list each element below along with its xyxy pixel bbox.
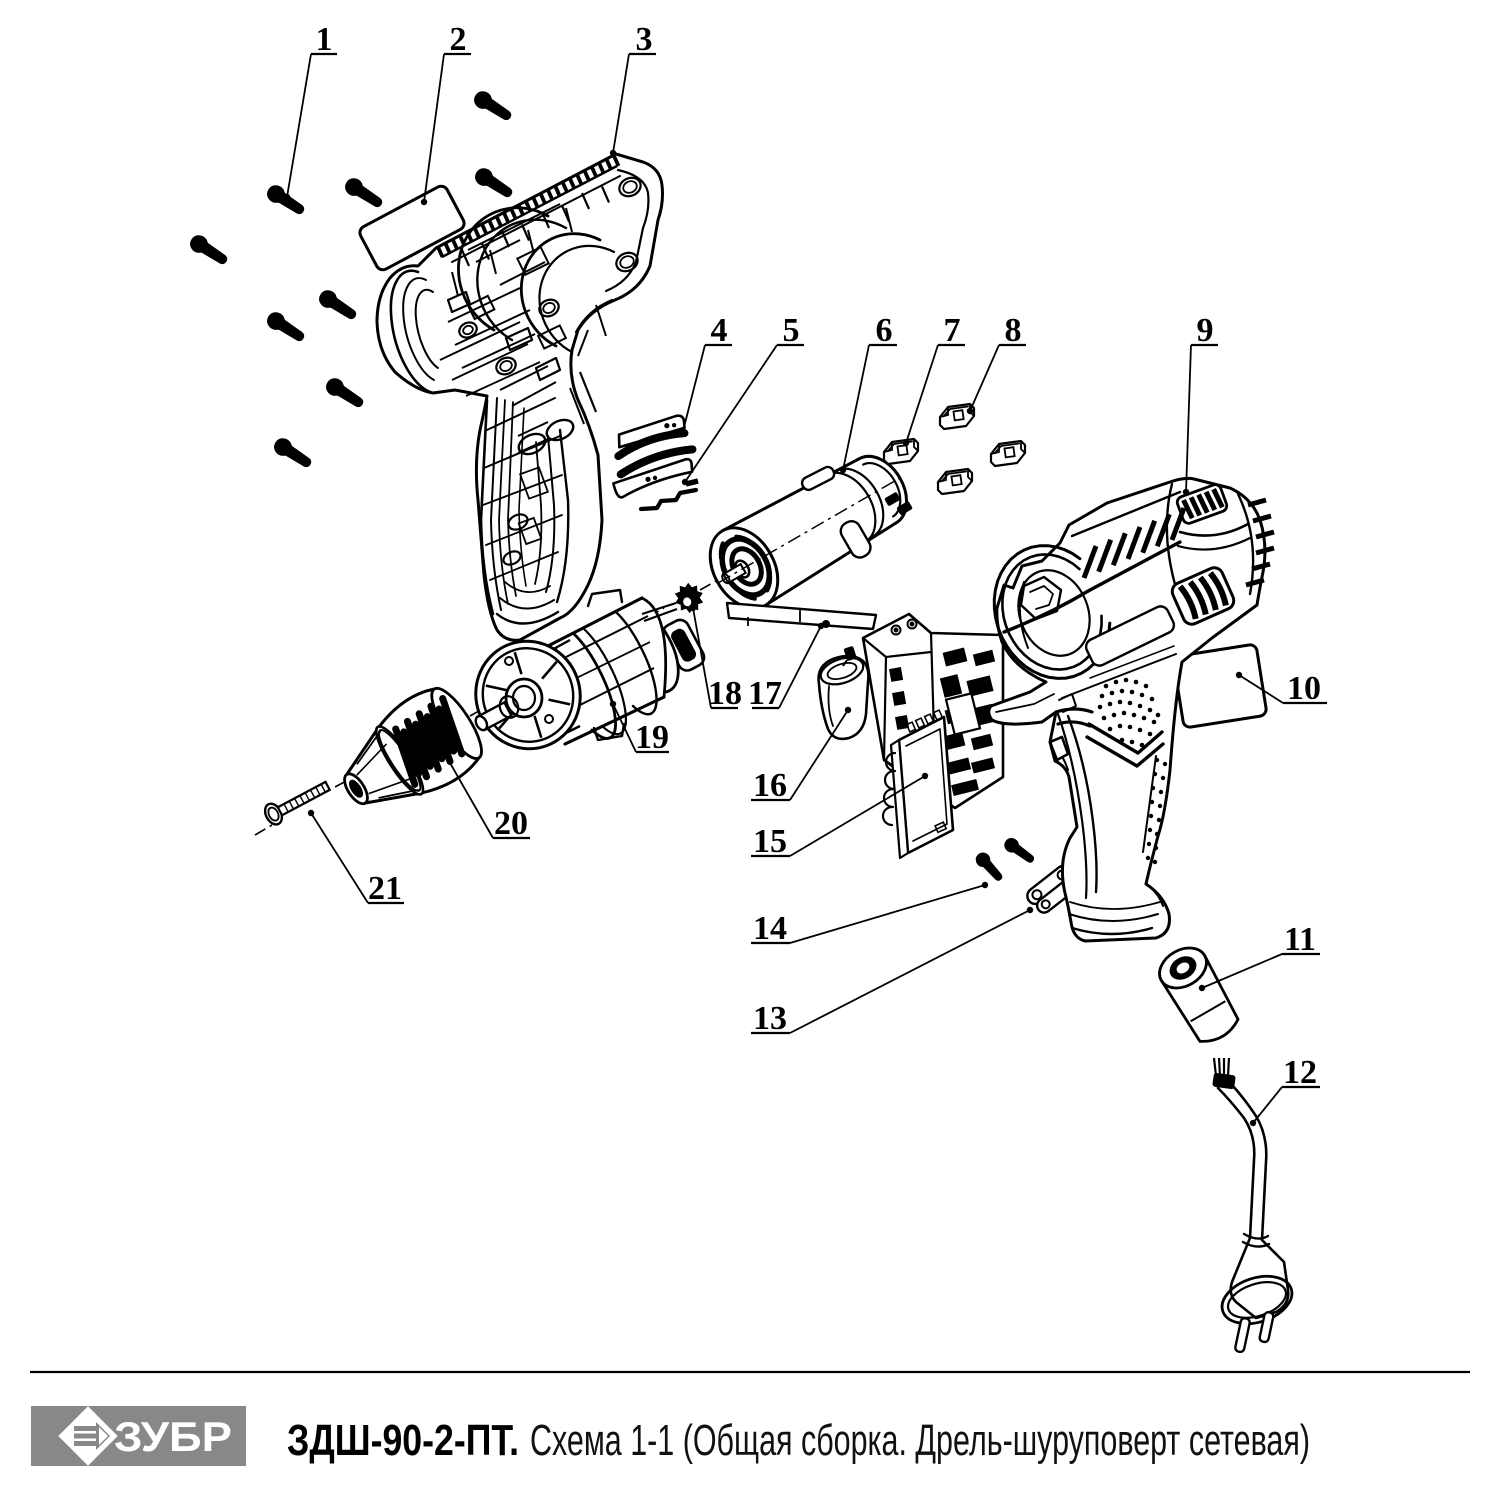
svg-text:11: 11 — [1284, 921, 1316, 958]
svg-text:12: 12 — [1283, 1054, 1317, 1091]
svg-text:2: 2 — [450, 21, 467, 58]
svg-text:ЗДШ-90-2-ПТ.: ЗДШ-90-2-ПТ. — [287, 1416, 519, 1465]
svg-text:18: 18 — [708, 675, 742, 712]
svg-text:4: 4 — [711, 312, 728, 349]
svg-text:Схема 1-1 (Общая сборка. Дрель: Схема 1-1 (Общая сборка. Дрель-шуруповер… — [530, 1416, 1310, 1465]
svg-text:8: 8 — [1005, 312, 1022, 349]
svg-text:1: 1 — [316, 21, 333, 58]
svg-text:6: 6 — [876, 312, 893, 349]
svg-text:21: 21 — [368, 870, 402, 907]
svg-text:3: 3 — [636, 21, 653, 58]
svg-text:7: 7 — [944, 312, 961, 349]
svg-text:14: 14 — [753, 910, 787, 947]
svg-text:16: 16 — [753, 767, 787, 804]
svg-text:5: 5 — [783, 312, 800, 349]
svg-text:17: 17 — [748, 675, 782, 712]
svg-text:20: 20 — [494, 805, 528, 842]
svg-text:19: 19 — [635, 719, 669, 756]
svg-text:ЗУБР: ЗУБР — [114, 1413, 232, 1460]
svg-text:13: 13 — [753, 1000, 787, 1037]
svg-text:10: 10 — [1287, 670, 1321, 707]
svg-text:15: 15 — [753, 823, 787, 860]
svg-text:9: 9 — [1197, 312, 1214, 349]
